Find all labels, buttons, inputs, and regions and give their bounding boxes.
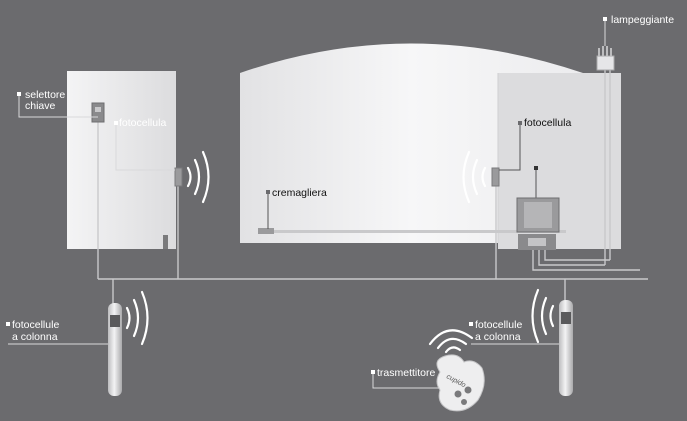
pillar-latch bbox=[163, 235, 168, 249]
fotocellule-left-label-line2: a colonna bbox=[12, 331, 58, 343]
lampeggiante-marker bbox=[603, 17, 607, 21]
fotocellule-right-label-line1: fotocellule bbox=[475, 319, 522, 331]
remote-transmitter-icon: cupido bbox=[436, 354, 485, 412]
signal-waves-icon bbox=[531, 288, 555, 344]
fotocellula-right-marker bbox=[518, 121, 522, 125]
key-selector-icon bbox=[91, 102, 105, 123]
photocell-right-icon bbox=[491, 167, 500, 187]
trasmettitore-label: trasmettitore bbox=[377, 367, 436, 379]
fotocellula-left-marker bbox=[114, 121, 118, 125]
selettore-label-line1: selettore bbox=[25, 89, 65, 101]
selettore-marker bbox=[17, 92, 21, 96]
signal-waves-icon bbox=[125, 290, 149, 346]
lampeggiante-label: lampeggiante bbox=[611, 14, 674, 26]
signal-waves-icon bbox=[186, 150, 210, 204]
fotocellule-left-marker bbox=[6, 322, 10, 326]
fotocellula-right-label: fotocellula bbox=[524, 117, 571, 129]
cremagliera-marker bbox=[266, 190, 270, 194]
signal-waves-icon bbox=[428, 329, 474, 354]
selettore-label-line2: chiave bbox=[25, 100, 56, 112]
left-pillar bbox=[67, 71, 176, 249]
signal-waves-icon bbox=[462, 150, 487, 204]
sliding-gate bbox=[240, 43, 583, 243]
fotocellule-right-label-line2: a colonna bbox=[475, 331, 521, 343]
gate-motor-icon bbox=[516, 166, 560, 250]
rack-icon bbox=[258, 228, 566, 234]
flashing-lamp-icon bbox=[596, 20, 615, 71]
cremagliera-label: cremagliera bbox=[272, 187, 327, 199]
fotocellule-right-marker bbox=[469, 322, 473, 326]
fotocellule-left-label-line1: fotocellule bbox=[12, 319, 59, 331]
column-photocell-right-icon bbox=[559, 300, 573, 396]
fotocellula-left-label: fotocellula bbox=[119, 117, 166, 129]
photocell-left-icon bbox=[174, 167, 183, 187]
trasmettitore-marker bbox=[371, 370, 375, 374]
wiring bbox=[97, 70, 648, 305]
column-photocell-left-icon bbox=[108, 303, 122, 396]
